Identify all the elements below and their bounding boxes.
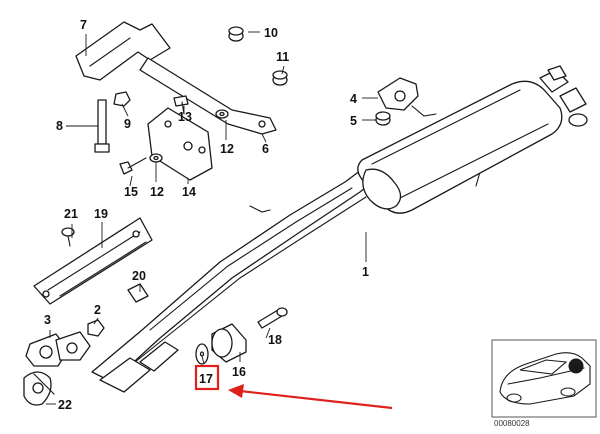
- bracket-plate-14: [147, 107, 213, 181]
- clip-20: [127, 283, 149, 303]
- callout-10: 10: [264, 26, 278, 40]
- nut-2: [87, 319, 105, 337]
- callout-7: 7: [80, 18, 87, 32]
- rubber-mount-16: [211, 323, 247, 363]
- rubber-mount-11: [272, 70, 288, 86]
- bolt-18: [257, 307, 288, 329]
- hanger-bracket-4: [377, 77, 437, 117]
- callout-12-upper: 12: [220, 142, 234, 156]
- callout-1: 1: [362, 265, 369, 279]
- callout-2: 2: [94, 303, 101, 317]
- leader-lines: [46, 31, 378, 405]
- callout-9: 9: [124, 117, 131, 131]
- callout-13: 13: [178, 110, 192, 124]
- bolt-13: [173, 95, 189, 115]
- callout-20: 20: [132, 269, 146, 283]
- callout-5: 5: [350, 114, 357, 128]
- nut-9: [113, 91, 131, 107]
- callout-6: 6: [262, 142, 269, 156]
- callout-16: 16: [232, 365, 246, 379]
- callout-14: 14: [182, 185, 196, 199]
- washer-17: [195, 343, 209, 365]
- support-bracket-6: [139, 57, 277, 135]
- highlight-box: [194, 364, 220, 391]
- heat-shield-19: [33, 217, 153, 305]
- rubber-mount-5: [375, 111, 391, 126]
- inset-reference-code: 00080028: [494, 419, 530, 428]
- callout-3: 3: [44, 313, 51, 327]
- bolt-8: [94, 99, 110, 153]
- callout-17: 17: [199, 372, 213, 386]
- washer-12-upper: [215, 109, 229, 119]
- highlight-part-17: 17: [194, 355, 220, 391]
- rear-muffler: [357, 65, 588, 214]
- car-outline-icon: [499, 352, 591, 405]
- washer-12-lower: [149, 153, 163, 163]
- callout-18: 18: [268, 333, 282, 347]
- flange-gasket-22: [23, 371, 55, 406]
- exhaust-pipe-assembly: [91, 161, 481, 393]
- callout-15: 15: [124, 185, 138, 199]
- clip-21: [61, 227, 75, 247]
- vehicle-location-inset: 00080028: [491, 339, 597, 428]
- callout-19: 19: [94, 207, 108, 221]
- callout-12-lower: 12: [150, 185, 164, 199]
- rubber-mount-10: [228, 26, 244, 42]
- callout-11: 11: [276, 50, 289, 64]
- mounting-strap-7: [75, 21, 171, 81]
- gasket-3: [25, 331, 91, 367]
- location-marker-icon: [568, 358, 584, 374]
- callout-8: 8: [56, 119, 63, 133]
- callout-4: 4: [350, 92, 357, 106]
- callout-21: 21: [64, 207, 78, 221]
- pointer-arrow: [228, 384, 393, 410]
- callout-22: 22: [58, 398, 72, 412]
- bolt-15: [119, 157, 147, 175]
- callout-labels: 7 10 11 8 9 13 12 6 15 12 14 4 5 1 21 19…: [44, 18, 369, 412]
